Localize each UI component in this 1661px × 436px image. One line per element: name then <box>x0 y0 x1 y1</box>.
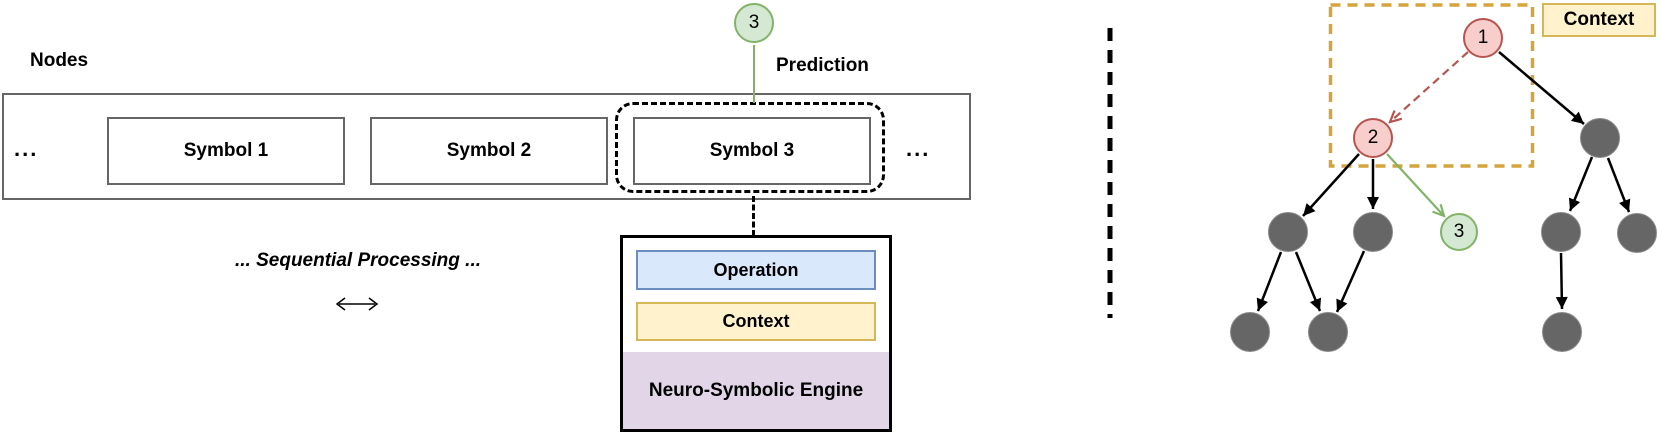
edge-middlechild-to-leaf2 <box>1335 250 1366 313</box>
prediction-label: Prediction <box>776 55 869 76</box>
nodes-label: Nodes <box>30 50 89 71</box>
ellipsis-left: ... <box>14 136 39 161</box>
symbol-2-box: Symbol 2 <box>370 117 608 185</box>
context-legend-tag: Context <box>1542 3 1656 37</box>
edge-1-to-right-root <box>1498 51 1585 125</box>
context-box: Context <box>636 302 876 341</box>
bidirectional-arrow-icon <box>335 297 379 311</box>
gray-node-right-child-1 <box>1541 212 1581 252</box>
gray-node-leaf-2 <box>1308 312 1348 352</box>
gray-node-right-root <box>1580 118 1620 158</box>
tree-node-2: 2 <box>1353 118 1393 158</box>
operation-box: Operation <box>636 250 876 290</box>
prediction-connector-line <box>753 45 755 103</box>
selected-symbol-dashed-outline <box>615 102 885 193</box>
neuro-symbolic-engine-box: Operation Context Neuro-Symbolic Engine <box>620 235 892 432</box>
edge-rightroot-to-child2 <box>1606 157 1631 213</box>
edge-rightchild1-to-leaf <box>1555 252 1568 310</box>
edge-2-to-left-child <box>1302 153 1360 217</box>
edge-leftchild-to-leaf2 <box>1294 251 1322 312</box>
gray-node-right-leaf <box>1542 312 1582 352</box>
engine-dashed-connector <box>752 196 755 236</box>
ellipsis-right: ... <box>906 136 931 161</box>
tree-edges-black <box>1256 51 1631 313</box>
edge-1-to-2-red-dashed <box>1390 51 1469 122</box>
edge-2-to-3-green <box>1386 153 1444 216</box>
sequential-processing-label: ... Sequential Processing ... <box>234 250 482 271</box>
tree-node-1: 1 <box>1463 18 1503 58</box>
gray-node-middle-child <box>1353 212 1393 252</box>
tree-node-3: 3 <box>1440 213 1478 251</box>
predicted-node-badge: 3 <box>734 3 774 43</box>
gray-node-leaf-1 <box>1230 312 1270 352</box>
engine-title: Neuro-Symbolic Engine <box>623 352 889 429</box>
symbol-3-box: Symbol 3 <box>633 117 871 185</box>
edge-leftchild-to-leaf1 <box>1256 251 1283 312</box>
edge-rightroot-to-child1 <box>1568 156 1594 212</box>
symbol-1-box: Symbol 1 <box>107 117 345 185</box>
gray-node-left-child <box>1268 212 1308 252</box>
gray-node-right-child-2 <box>1617 213 1657 253</box>
